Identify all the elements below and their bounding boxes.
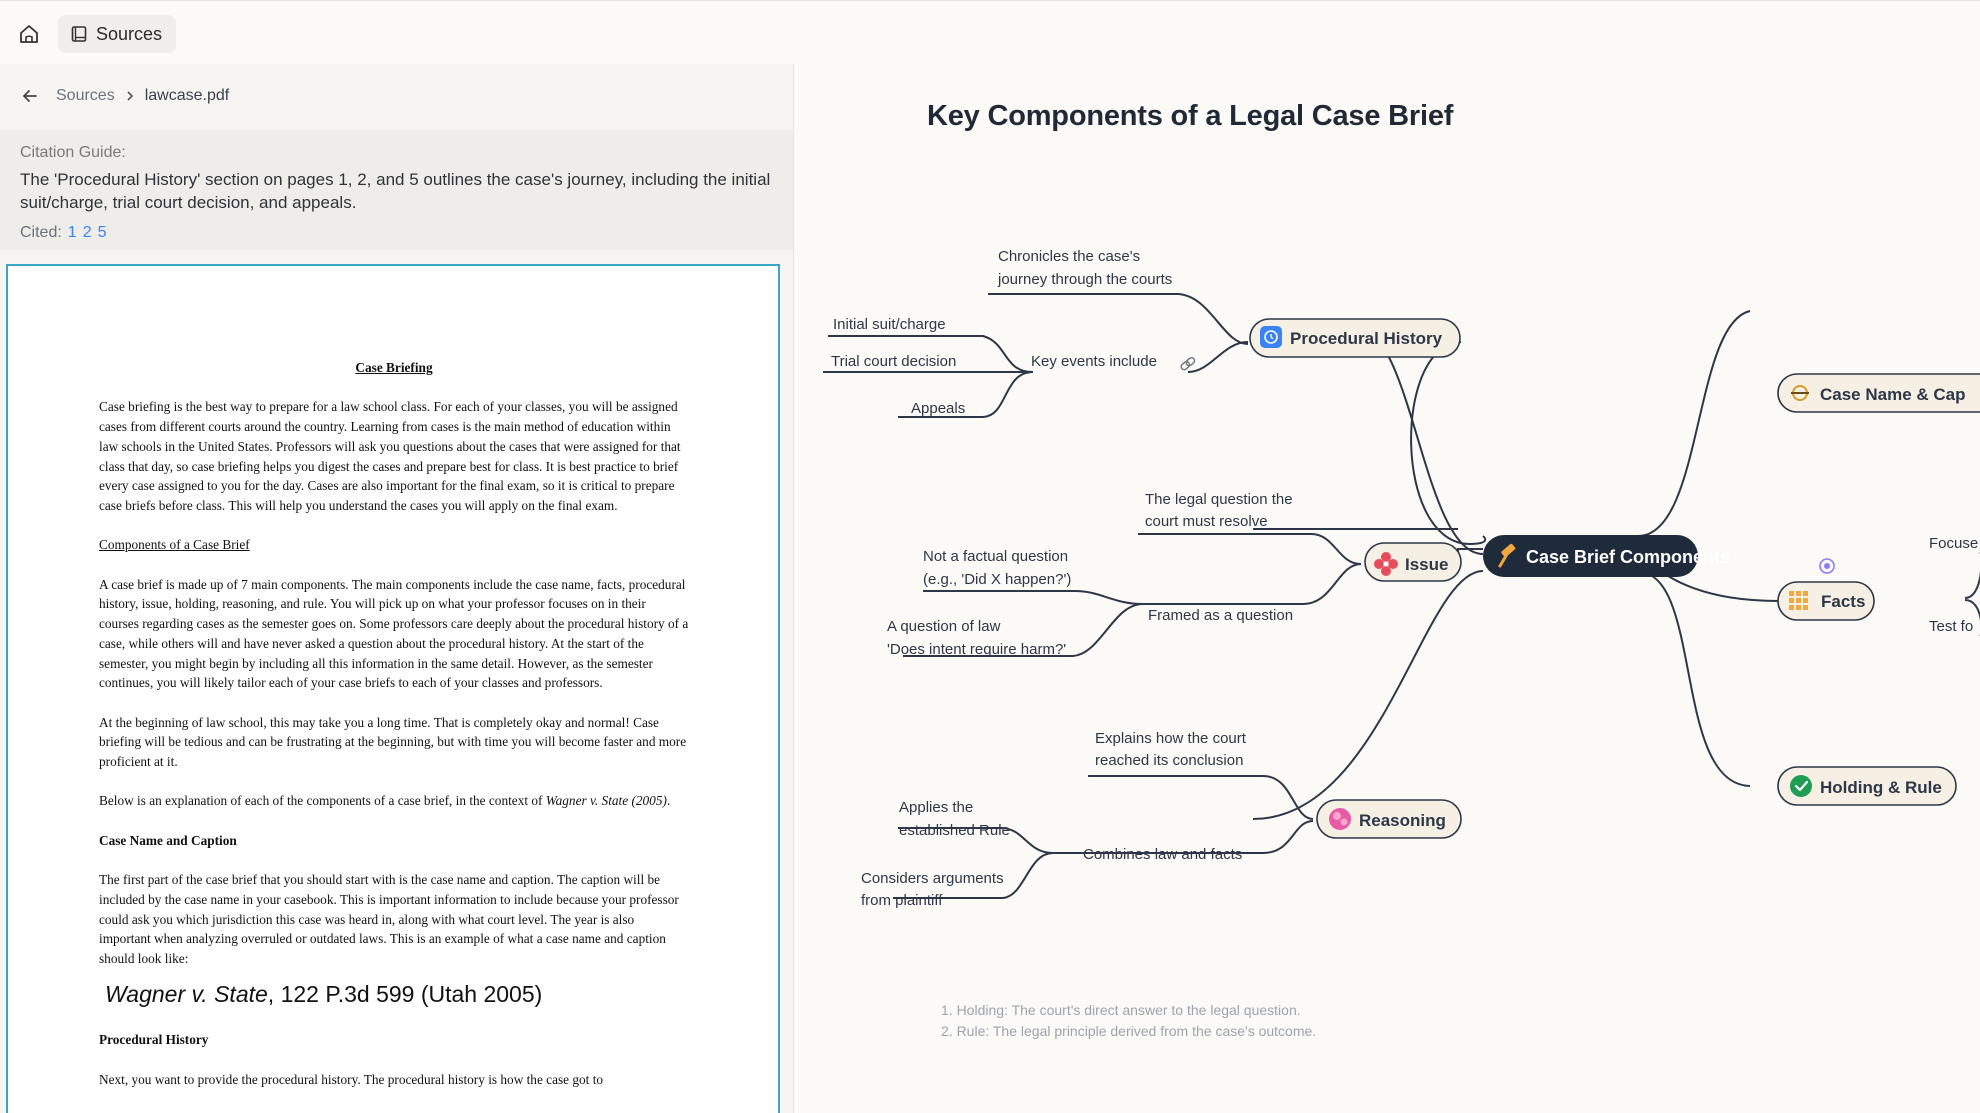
check-circle-icon bbox=[1790, 775, 1812, 797]
mindmap-footnotes: 1. Holding: The court's direct answer to… bbox=[941, 1000, 1316, 1042]
source-panel: Sources lawcase.pdf Citation Guide: The … bbox=[0, 64, 794, 1113]
node-reasoning[interactable]: Reasoning bbox=[1316, 799, 1462, 839]
leaf-label: Framed as a question bbox=[1148, 607, 1293, 624]
procedural-history-leaves: Chronicles the case's journey through th… bbox=[831, 248, 1172, 417]
gavel-icon bbox=[1498, 543, 1516, 568]
book-icon bbox=[71, 26, 87, 42]
leaf-label: Considers arguments bbox=[861, 870, 1004, 887]
link-icon[interactable] bbox=[1180, 356, 1196, 371]
node-facts[interactable]: Facts bbox=[1777, 581, 1875, 621]
doc-italic: Wagner v. State bbox=[105, 980, 268, 1007]
breadcrumb-current: lawcase.pdf bbox=[144, 87, 230, 104]
mindmap-title: Key Components of a Legal Case Brief bbox=[927, 100, 1454, 132]
mindmap-edges bbox=[823, 293, 1980, 899]
pdf-page: Case Briefing Case briefing is the best … bbox=[99, 358, 689, 1109]
cited-page-link[interactable]: 1 bbox=[67, 224, 77, 241]
node-case-name[interactable]: Case Name & Cap bbox=[1777, 373, 1980, 413]
sources-tab-label: Sources bbox=[96, 23, 163, 44]
footnote: 1. Holding: The court's direct answer to… bbox=[941, 1002, 1301, 1018]
cited-page-link[interactable]: 5 bbox=[97, 224, 107, 241]
scale-icon bbox=[1791, 385, 1809, 401]
leaf-label: Appeals bbox=[911, 400, 965, 417]
doc-paragraph: Below is an explanation of each of the c… bbox=[99, 791, 689, 811]
central-node[interactable]: Case Brief Components bbox=[1483, 535, 1730, 577]
node-label: Case Name & Cap bbox=[1820, 385, 1966, 404]
citation-text: The 'Procedural History' section on page… bbox=[20, 170, 771, 212]
doc-heading: Case Name and Caption bbox=[99, 832, 237, 848]
brain-icon bbox=[1329, 808, 1351, 830]
back-arrow-icon[interactable] bbox=[20, 86, 40, 106]
pdf-viewer[interactable]: Case Briefing Case briefing is the best … bbox=[6, 264, 780, 1113]
leaf-label: Initial suit/charge bbox=[833, 316, 946, 333]
issue-leaves: The legal question the court must resolv… bbox=[887, 491, 1293, 658]
grid-icon bbox=[1789, 591, 1808, 610]
doc-text: Below is an explanation of each of the c… bbox=[99, 793, 546, 809]
leaf-label: from plaintiff bbox=[861, 892, 943, 909]
node-label: Facts bbox=[1821, 592, 1865, 611]
cited-page-link[interactable]: 2 bbox=[82, 224, 92, 241]
leaf-label: (e.g., 'Did X happen?') bbox=[923, 571, 1071, 588]
node-label: Holding & Rule bbox=[1820, 778, 1942, 797]
node-label: Issue bbox=[1405, 555, 1448, 574]
node-issue[interactable]: Issue bbox=[1364, 542, 1462, 582]
doc-italic: Wagner v. State (2005) bbox=[545, 793, 667, 809]
doc-subtitle: Components of a Case Brief bbox=[99, 537, 250, 553]
doc-title: Case Briefing bbox=[355, 360, 433, 375]
leaf-label: A question of law bbox=[887, 618, 1001, 635]
breadcrumb-sources-link[interactable]: Sources bbox=[56, 87, 115, 104]
cited-label: Cited: bbox=[20, 224, 62, 241]
node-label: Reasoning bbox=[1359, 811, 1446, 830]
cited-pages: Cited: 1 2 5 bbox=[20, 224, 107, 242]
sources-tab[interactable]: Sources bbox=[58, 15, 177, 53]
doc-paragraph: Case briefing is the best way to prepare… bbox=[99, 399, 681, 513]
node-holding-rule[interactable]: Holding & Rule bbox=[1777, 766, 1957, 806]
case-citation-example: Wagner v. State, 122 P.3d 599 (Utah 2005… bbox=[105, 982, 689, 1005]
reasoning-leaves: Explains how the court reached its concl… bbox=[861, 730, 1247, 909]
breadcrumb: Sources lawcase.pdf bbox=[20, 86, 229, 106]
leaf-label: Combines law and facts bbox=[1083, 846, 1242, 863]
doc-heading: Procedural History bbox=[99, 1032, 209, 1048]
leaf-label: Explains how the court bbox=[1095, 730, 1247, 747]
home-icon[interactable] bbox=[18, 23, 40, 45]
leaf-label: Not a factual question bbox=[923, 548, 1068, 565]
leaf-label: Test fo bbox=[1929, 618, 1973, 635]
citation-label: Citation Guide: bbox=[20, 144, 126, 161]
leaf-label: Trial court decision bbox=[831, 353, 956, 370]
leaf-label: established Rule bbox=[899, 822, 1010, 839]
doc-paragraph: The first part of the case brief that yo… bbox=[99, 872, 679, 966]
footnote: 2. Rule: The legal principle derived fro… bbox=[941, 1023, 1317, 1039]
leaf-label: Chronicles the case's bbox=[998, 248, 1140, 265]
leaf-label: reached its conclusion bbox=[1095, 752, 1243, 769]
mindmap-panel: Key Components of a Legal Case Brief bbox=[793, 64, 1980, 1113]
focus-marker-icon[interactable] bbox=[1819, 558, 1835, 574]
leaf-label: Applies the bbox=[899, 799, 973, 816]
node-label: Procedural History bbox=[1290, 329, 1443, 348]
leaf-label: 'Does intent require harm?' bbox=[887, 641, 1066, 658]
top-bar: Sources bbox=[0, 0, 1980, 64]
facts-leaves: Focuse Test fo bbox=[1929, 535, 1978, 635]
leaf-label: Focuse bbox=[1929, 535, 1978, 552]
chevron-right-icon bbox=[127, 91, 133, 101]
doc-text: , 122 P.3d 599 (Utah 2005) bbox=[267, 980, 543, 1007]
history-icon bbox=[1260, 326, 1282, 348]
node-procedural-history[interactable]: Procedural History bbox=[1249, 318, 1461, 358]
doc-paragraph: At the beginning of law school, this may… bbox=[99, 714, 687, 769]
leaf-label: court must resolve bbox=[1145, 513, 1268, 530]
central-node-label: Case Brief Components bbox=[1526, 547, 1730, 567]
doc-paragraph: A case brief is made up of 7 main compon… bbox=[99, 576, 689, 691]
doc-text: . bbox=[666, 793, 671, 809]
mindmap-canvas[interactable]: Case Brief Components Procedural History… bbox=[793, 64, 1980, 1113]
leaf-label: Key events include bbox=[1031, 353, 1157, 370]
leaf-label: The legal question the bbox=[1145, 491, 1293, 508]
pinwheel-icon bbox=[1374, 552, 1398, 576]
leaf-label: journey through the courts bbox=[997, 271, 1172, 288]
citation-guide: Citation Guide: The 'Procedural History'… bbox=[0, 130, 793, 250]
doc-paragraph: Next, you want to provide the procedural… bbox=[99, 1071, 604, 1087]
